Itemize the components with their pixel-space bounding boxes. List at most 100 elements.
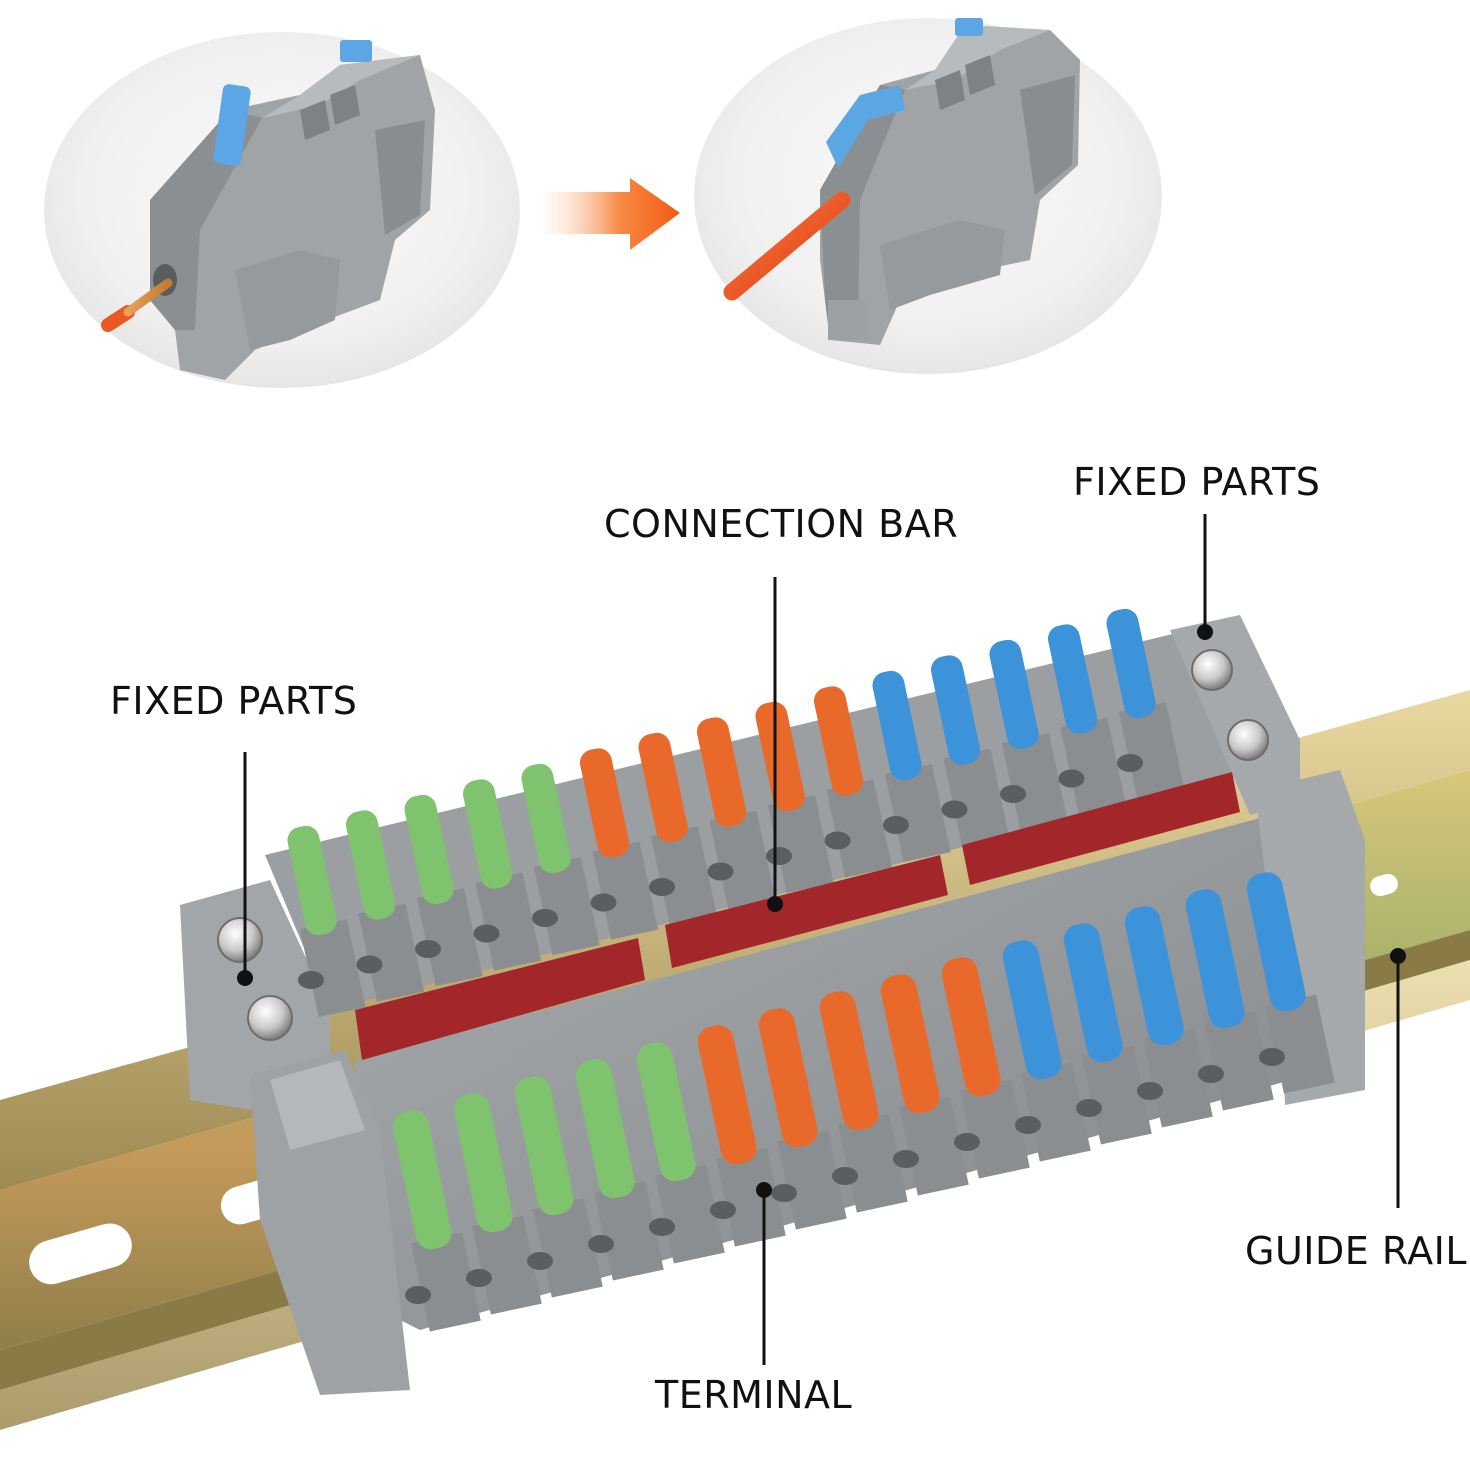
lever-orange[interactable] [636,730,690,844]
wire-entry-hole [941,800,968,819]
terminal-slot [533,1198,603,1298]
lever-blue[interactable] [1104,606,1158,720]
wire-entry-hole [532,909,558,927]
wire-entry-hole [707,862,734,881]
lever-blue[interactable] [1122,904,1186,1048]
terminal-slot [411,1232,481,1332]
lever-green[interactable] [573,1057,637,1201]
wire-entry-hole [1117,754,1143,772]
terminal-slot [716,1147,786,1247]
lever-green[interactable] [402,792,456,906]
wire-entry-hole [1058,769,1085,788]
lever-orange[interactable] [939,955,1003,1099]
screw-icon [1191,649,1233,691]
wire-entry-hole [766,847,792,865]
wire-entry-hole [832,1167,858,1185]
blue-lever [213,84,251,166]
lever-orange[interactable] [817,989,881,1133]
terminal-slot [1060,717,1127,816]
lever-green[interactable] [461,777,515,891]
wire-entry-hole [466,1269,492,1287]
wire-entry-hole [298,971,324,989]
wire-entry-hole [1137,1082,1163,1100]
terminal-slot [650,826,717,925]
wire-entry-hole [405,1286,431,1304]
terminal-slot [838,1113,908,1213]
screw-icon [247,995,293,1041]
lever-green[interactable] [512,1074,576,1218]
clamped-wire-icon [723,191,851,301]
terminal-slot [533,857,600,956]
wire-entry-hole [893,1150,919,1168]
front-row-levers [390,870,1335,1332]
callout-lines [237,514,1406,1365]
wire-entry-hole [590,893,617,912]
lever-green[interactable] [285,823,339,937]
connection-bar [962,772,1240,885]
terminal-slot [1265,994,1335,1094]
wire-entry-hole [649,1218,675,1236]
terminal-slot [826,779,893,878]
lever-blue[interactable] [1000,938,1064,1082]
wire-entry-hole [527,1252,553,1270]
lever-blue[interactable] [870,668,924,782]
lever-orange[interactable] [695,715,749,829]
lever-blue[interactable] [1061,921,1125,1065]
screw-icon [217,917,263,963]
lever-blue[interactable] [1183,887,1247,1031]
terminal-slot [943,748,1010,847]
wire-entry-hole [473,924,500,943]
wire-entry-hole [824,831,851,850]
terminal-slot [1204,1011,1274,1111]
arrow-right-icon [545,178,680,250]
lever-green[interactable] [451,1091,515,1235]
lever-orange[interactable] [753,699,807,813]
screw-icon [1227,719,1269,761]
lever-green[interactable] [519,761,573,875]
lever-orange[interactable] [578,746,632,860]
connection-bar [355,938,645,1060]
lever-blue[interactable] [1244,870,1308,1014]
single-terminal-closed-lever [820,18,1080,345]
lever-green[interactable] [634,1040,698,1184]
terminal-slot [960,1079,1030,1179]
terminal-slot [1118,702,1185,801]
wire-entry-hole [883,816,909,834]
label-fixed-parts-left: FIXED PARTS [110,679,358,723]
terminal-slot [767,795,834,894]
lever-orange[interactable] [756,1006,820,1150]
terminal-slot [358,903,425,1002]
wire-entry-hole [588,1235,614,1253]
wire-entry-hole [415,940,441,958]
terminal-slot [594,1181,664,1281]
wire-entry-hole [771,1184,797,1202]
lever-green[interactable] [344,808,398,922]
lever-orange[interactable] [878,972,942,1116]
terminal-slot [475,872,542,971]
terminal-slot [899,1096,969,1196]
terminal-slot [1143,1028,1213,1128]
insertion-step-before [44,32,520,388]
insertion-step-after [694,18,1162,374]
lever-blue[interactable] [1046,622,1100,736]
lever-blue[interactable] [929,653,983,767]
connection-bar [665,855,948,968]
lever-orange[interactable] [695,1023,759,1167]
lever-green[interactable] [390,1108,454,1252]
terminal-slot [592,841,659,940]
terminal-slot [777,1130,847,1230]
wire-entry-hole [1015,1116,1041,1134]
lever-blue[interactable] [987,637,1041,751]
label-guide-rail: GUIDE RAIL [1245,1229,1468,1273]
terminal-slot [1021,1062,1091,1162]
label-fixed-parts-right: FIXED PARTS [1073,460,1321,504]
wire-entry-hole [710,1201,736,1219]
terminal-slot [1001,733,1068,832]
label-connection-bar: CONNECTION BAR [604,502,959,546]
lever-orange[interactable] [812,684,866,798]
wire-entry-hole [1000,785,1026,803]
terminal-slot [299,919,366,1018]
back-row-levers [285,606,1185,1018]
wire-entry-hole [1198,1065,1224,1083]
